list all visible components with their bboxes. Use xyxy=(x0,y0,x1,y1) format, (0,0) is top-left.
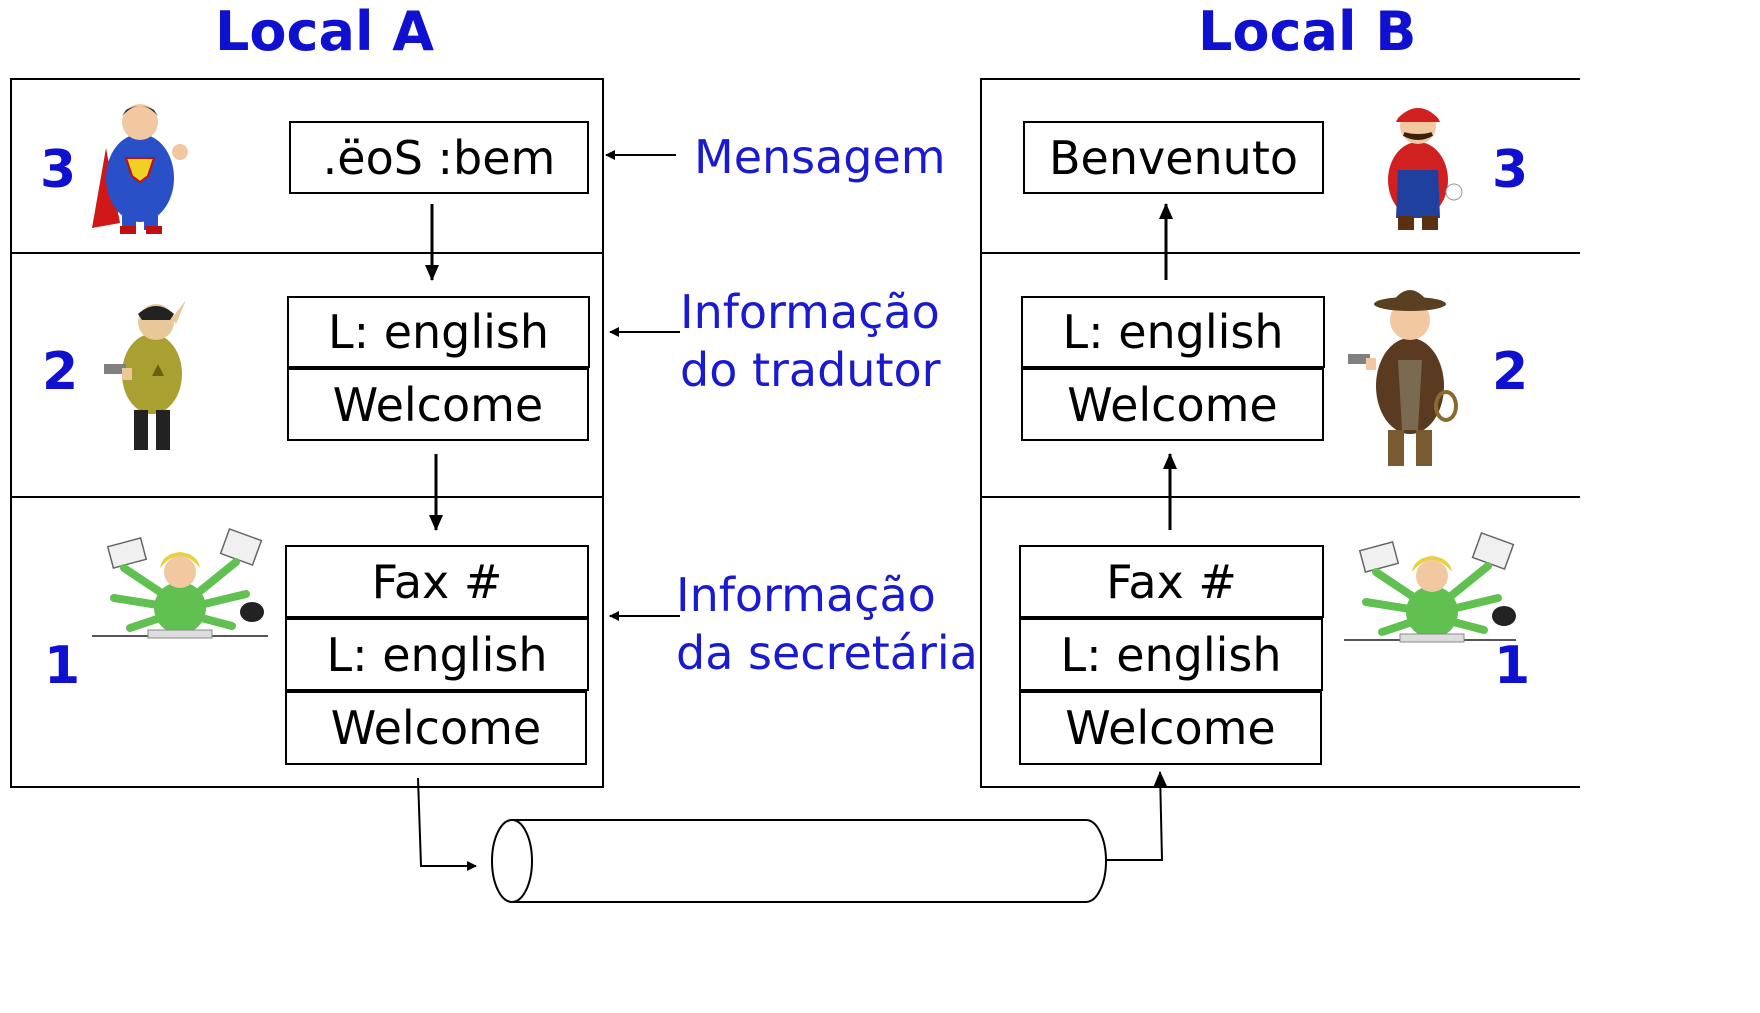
site-b-layer-3-number: 3 xyxy=(1492,140,1529,200)
translator-annotation: Informação do tradutor xyxy=(680,283,941,399)
site-b-l2-message-box: Welcome xyxy=(1021,368,1324,441)
site-a-layer-3-number: 3 xyxy=(40,140,77,200)
translator-annotation-line-1: Informação xyxy=(680,285,940,339)
site-a-title: Local A xyxy=(215,0,435,63)
multi-armed-secretary-character-icon xyxy=(1344,532,1516,643)
site-a-l2-message-box: Welcome xyxy=(287,368,589,441)
site-a-to-channel-arrow xyxy=(417,777,477,871)
site-a-layer-1-number: 1 xyxy=(44,636,81,696)
plumber-character-icon xyxy=(1388,108,1463,230)
site-b-title: Local B xyxy=(1198,0,1417,63)
site-b-layer-1-number: 1 xyxy=(1494,636,1531,696)
multi-armed-secretary-character-icon xyxy=(92,528,268,639)
site-b-l2-language-box: L: english xyxy=(1021,296,1325,368)
channel-to-site-b-arrow xyxy=(1107,771,1168,861)
site-a-l1-language-box: L: english xyxy=(285,618,589,691)
site-a-message-box: .ëoS :bem xyxy=(289,121,589,194)
site-a-l1-message-box: Welcome xyxy=(285,691,587,765)
site-a-layer-2-number: 2 xyxy=(42,342,79,402)
alien-officer-character-icon xyxy=(104,300,186,450)
site-a-l2-language-box: L: english xyxy=(287,296,590,368)
translator-annotation-line-2: do tradutor xyxy=(680,343,941,397)
secretary-annotation-line-1: Informação xyxy=(676,568,936,622)
site-a-l1-fax-box: Fax # xyxy=(285,545,589,618)
cowboy-character-icon xyxy=(1348,290,1458,466)
site-b-message-box: Benvenuto xyxy=(1023,121,1324,194)
site-b-layer-2-number: 2 xyxy=(1492,342,1529,402)
site-b-l1-fax-box: Fax # xyxy=(1019,545,1324,618)
site-b-l1-message-box: Welcome xyxy=(1019,691,1322,765)
message-annotation: Mensagem xyxy=(694,130,946,184)
transmission-channel xyxy=(491,819,1107,903)
site-b-l1-language-box: L: english xyxy=(1019,618,1323,691)
superhero-character-icon xyxy=(92,104,188,234)
